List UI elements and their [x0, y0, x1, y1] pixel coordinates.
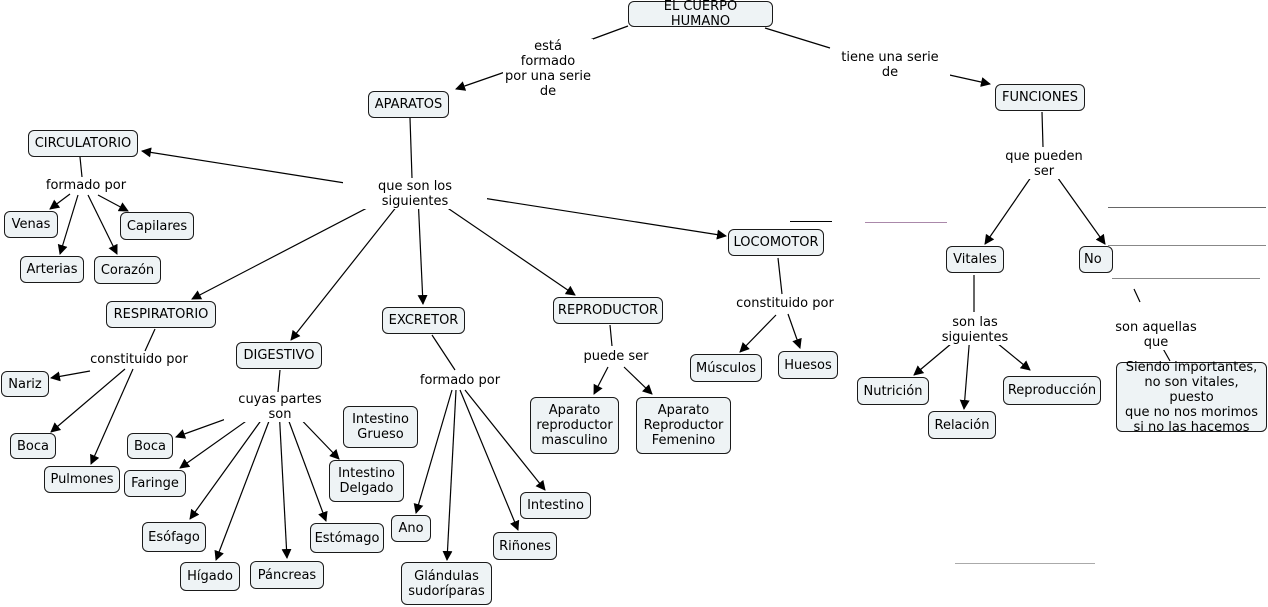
label-puede-ser: puede ser: [580, 349, 652, 364]
artifact-line: [1108, 207, 1266, 208]
node-capilares[interactable]: Capilares: [120, 212, 194, 240]
artifact-line: [1112, 278, 1260, 279]
node-reproductor[interactable]: REPRODUCTOR: [553, 297, 663, 324]
artifact-line: [865, 222, 947, 223]
node-venas[interactable]: Venas: [4, 211, 58, 238]
label-son-aquellas: son aquellas que: [1100, 320, 1212, 350]
node-funciones[interactable]: FUNCIONES: [995, 84, 1085, 111]
node-boca-digestivo[interactable]: Boca: [127, 433, 173, 459]
node-nariz[interactable]: Nariz: [1, 371, 49, 397]
node-no-vitales[interactable]: No: [1079, 246, 1113, 273]
label-son-siguientes: son las siguientes: [916, 315, 1034, 345]
node-boca-respiratorio[interactable]: Boca: [10, 433, 56, 459]
artifact-line: [790, 221, 832, 222]
node-corazon[interactable]: Corazón: [94, 256, 161, 284]
node-reproductor-masculino[interactable]: Aparato reproductor masculino: [530, 397, 619, 454]
node-intestino-grueso[interactable]: Intestino Grueso: [343, 406, 418, 448]
node-faringe[interactable]: Faringe: [124, 470, 186, 497]
node-pancreas[interactable]: Páncreas: [250, 561, 324, 589]
node-aparatos[interactable]: APARATOS: [368, 91, 449, 118]
label-formado-por-circ: formado por: [42, 178, 130, 193]
node-huesos[interactable]: Huesos: [778, 351, 838, 379]
node-arterias[interactable]: Arterias: [20, 256, 84, 283]
node-locomotor[interactable]: LOCOMOTOR: [728, 229, 824, 256]
node-pulmones[interactable]: Pulmones: [44, 466, 120, 493]
label-cuyas-partes: cuyas partes son: [224, 392, 336, 422]
node-vitales[interactable]: Vitales: [946, 246, 1004, 273]
node-intestino[interactable]: Intestino: [520, 492, 591, 519]
label-que-pueden: que pueden ser: [993, 149, 1095, 179]
node-circulatorio[interactable]: CIRCULATORIO: [28, 130, 138, 157]
node-digestivo[interactable]: DIGESTIVO: [236, 342, 322, 369]
node-ano[interactable]: Ano: [391, 515, 431, 542]
node-cuerpo-humano[interactable]: EL CUERPO HUMANO: [628, 0, 773, 29]
node-glandulas-sudoriparas[interactable]: Glándulas sudoríparas: [401, 562, 492, 605]
node-nutricion[interactable]: Nutrición: [857, 377, 929, 405]
artifact-line: [955, 563, 1095, 564]
node-intestino-delgado[interactable]: Intestino Delgado: [329, 460, 404, 502]
label-constituido-loco: constituido por: [734, 296, 836, 311]
label-tiene-serie: tiene una serie de: [830, 50, 950, 80]
label-que-son: que son los siguientes: [343, 179, 487, 209]
artifact-line: [1108, 245, 1266, 246]
node-musculos[interactable]: Músculos: [690, 354, 762, 382]
node-reproduccion[interactable]: Reproducción: [1003, 376, 1101, 405]
node-siendo-importantes[interactable]: Siendo importantes, no son vitales, pues…: [1116, 360, 1267, 435]
node-higado[interactable]: Hígado: [180, 562, 240, 591]
label-formado-por-exc: formado por: [416, 373, 504, 388]
node-respiratorio[interactable]: RESPIRATORIO: [106, 301, 216, 328]
node-estomago[interactable]: Estómago: [310, 523, 384, 553]
node-esofago[interactable]: Esófago: [142, 522, 206, 552]
node-reproductor-femenino[interactable]: Aparato Reproductor Femenino: [636, 397, 731, 454]
label-esta-formado: está formado por una serie de: [503, 39, 593, 99]
node-relacion[interactable]: Relación: [928, 411, 996, 439]
node-rinones[interactable]: Riñones: [493, 532, 557, 560]
node-excretor[interactable]: EXCRETOR: [382, 307, 465, 334]
label-constituido-resp: constituido por: [88, 352, 190, 367]
